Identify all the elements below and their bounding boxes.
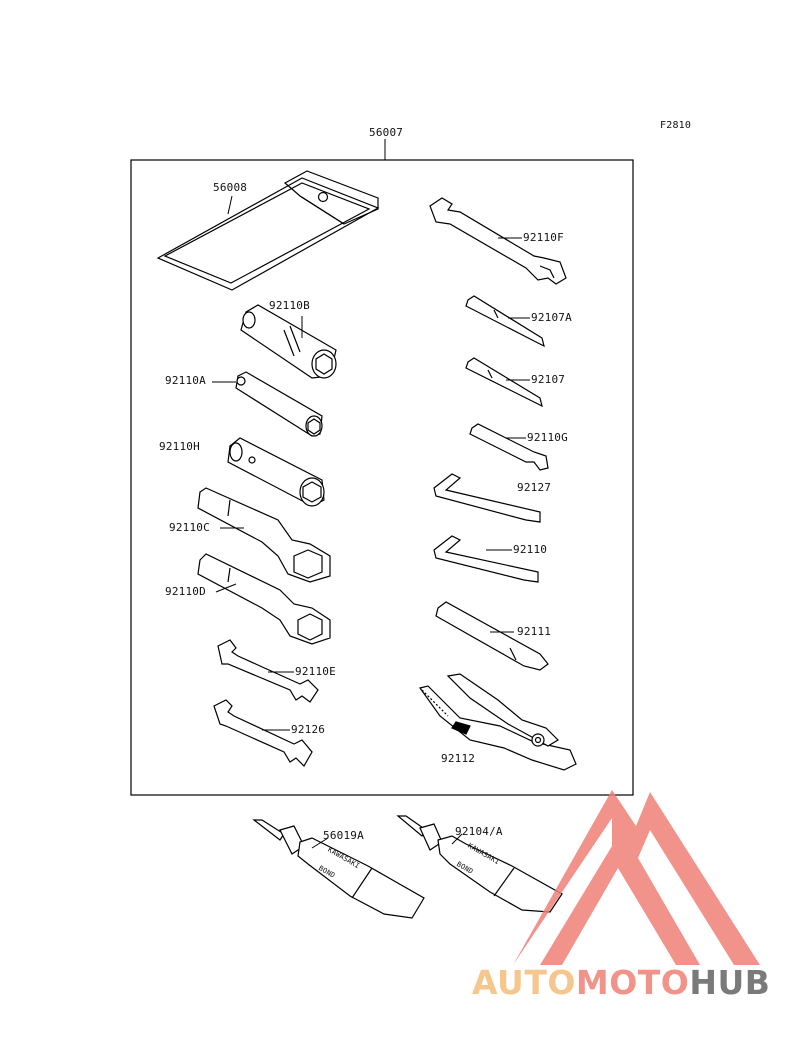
leader-line [451,833,463,845]
part-label-92107A: 92107A [531,311,572,324]
part-label-92110G: 92110G [527,431,568,444]
part-label-92127: 92127 [517,481,552,494]
box-wrench-92110H-drawing [227,437,325,507]
watermark-moto: MOTO [575,963,690,1002]
hex-key-92110-drawing [433,535,539,583]
ring-wrench-92110C-drawing [197,487,331,583]
part-label-56019A: 56019A [323,829,364,842]
leader-line [215,583,237,593]
hex-key-92127-drawing [433,473,541,523]
tool-kit-frame [130,159,634,796]
part-label-92110H: 92110H [159,440,200,453]
pliers-92112-drawing [418,673,577,771]
box-wrench-92110A-drawing [235,371,323,437]
open-wrench-92110E-drawing [217,639,319,703]
leader-line [227,195,233,215]
part-label-92110: 92110 [513,543,548,556]
leader-line [311,837,329,849]
box-wrench-92110B-drawing [240,304,337,379]
bond-tube-56019A-drawing [252,819,425,919]
watermark-hub: HUB [689,963,771,1002]
part-label-92110D: 92110D [165,585,206,598]
ring-wrench-92110D-drawing [197,553,331,645]
screwdriver-92107-drawing [465,357,543,408]
part-label-92107: 92107 [531,373,566,386]
watermark-auto: AUTO [472,963,576,1002]
watermark-logo [513,790,760,965]
tool-pouch-drawing [156,170,380,291]
screwdriver-92107A-drawing [465,295,545,348]
part-label-56008: 56008 [213,181,248,194]
part-label-92110A: 92110A [165,374,206,387]
part-label-92110E: 92110E [295,665,336,678]
part-label-92111: 92111 [517,625,552,638]
bond-tube-92104A-drawing [396,815,563,913]
handle-92111-drawing [435,601,549,671]
part-label-92110B: 92110B [269,299,310,312]
open-wrench-92126-drawing [213,699,313,767]
part-label-92110F: 92110F [523,231,564,244]
watermark-text: AUTOMOTOHUB [472,963,770,1002]
part-label-92104A: 92104/A [455,825,503,838]
part-label-92112: 92112 [441,752,476,765]
part-label-92126: 92126 [291,723,326,736]
figure-code: F2810 [660,120,692,131]
open-wrench-92110F-drawing [429,197,567,285]
part-label-56007: 56007 [369,126,404,139]
part-label-92110C: 92110C [169,521,210,534]
